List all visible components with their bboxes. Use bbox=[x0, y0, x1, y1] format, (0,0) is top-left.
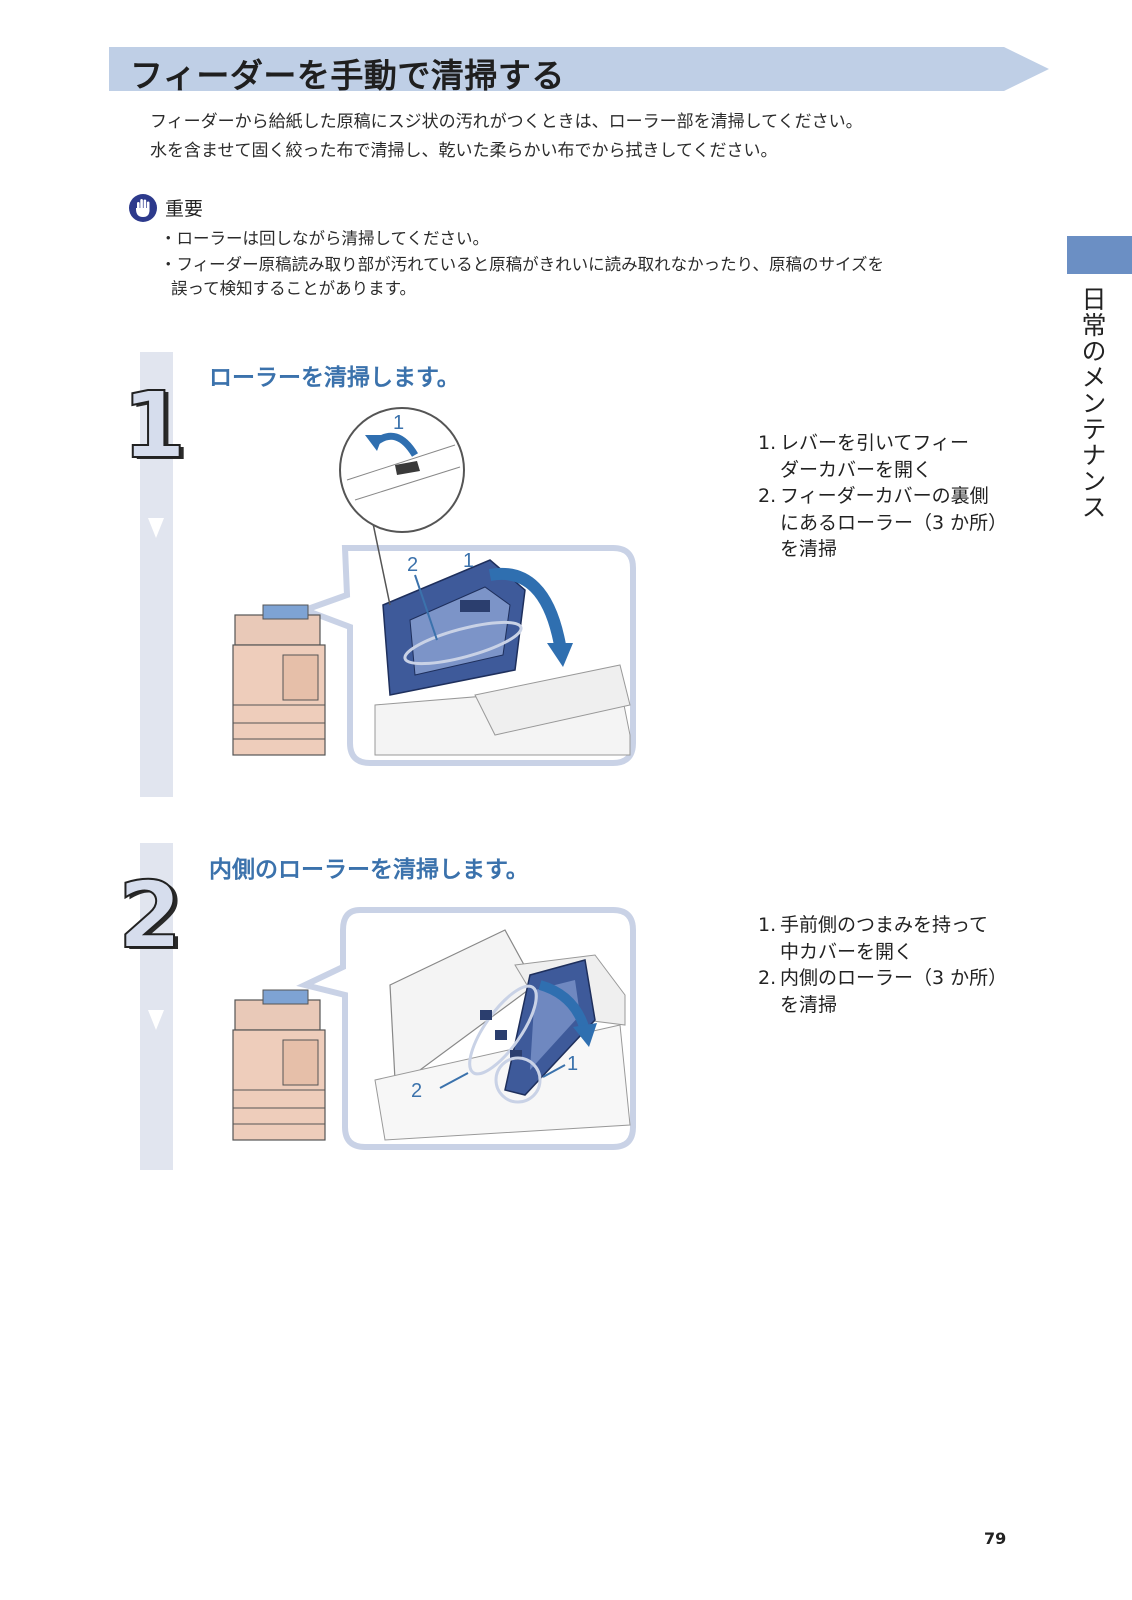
step-1-callout-1b: 1 bbox=[463, 550, 474, 572]
title-banner bbox=[109, 47, 1049, 91]
step-2-arrow bbox=[148, 1010, 164, 1030]
note-item-2: ・フィーダー原稿読み取り部が汚れていると原稿がきれいに読み取れなかったり、原稿の… bbox=[160, 255, 885, 274]
step-2-title: 内側のローラーを清掃します。 bbox=[209, 857, 529, 883]
step-2-number: 2 bbox=[117, 862, 183, 969]
copier-icon bbox=[232, 604, 326, 756]
step-2-instructions: 1.手前側のつまみを持って 中カバーを開く 2.内側のローラー（3 か所） を清… bbox=[758, 912, 1038, 1018]
step-2-callout-1: 1 bbox=[567, 1053, 578, 1075]
step-1-number: 1 bbox=[121, 372, 187, 479]
intro-line-2: 水を含ませて固く絞った布で清掃し、乾いた柔らかい布でから拭きしてください。 bbox=[150, 141, 778, 161]
step-1-arrow bbox=[148, 518, 164, 538]
page-title: フィーダーを手動で清掃する bbox=[130, 56, 565, 95]
step-2-callout-2: 2 bbox=[411, 1080, 422, 1102]
intro-line-1: フィーダーから給紙した原稿にスジ状の汚れがつくときは、ローラー部を清掃してくださ… bbox=[150, 112, 863, 132]
step-1-title: ローラーを清掃します。 bbox=[209, 365, 460, 391]
chapter-tab bbox=[1067, 236, 1132, 274]
note-item-1: ・ローラーは回しながら清掃してください。 bbox=[160, 229, 490, 248]
chapter-label: 日常のメンテナンス bbox=[1078, 286, 1107, 520]
step-2-instruction-2: 2.内側のローラー（3 か所） を清掃 bbox=[758, 967, 1008, 1016]
hand-stop-icon bbox=[129, 194, 157, 222]
step-2-bar bbox=[140, 843, 173, 1170]
note-label: 重要 bbox=[165, 198, 204, 220]
note-item-2-cont: 誤って検知することがあります。 bbox=[171, 279, 417, 298]
step-1-instructions: 1.レバーを引いてフィー ダーカバーを開く 2.フィーダーカバーの裏側 にあるロ… bbox=[758, 430, 1038, 563]
step-1-instruction-1: 1.レバーを引いてフィー ダーカバーを開く bbox=[758, 432, 970, 481]
step-2-instruction-1: 1.手前側のつまみを持って 中カバーを開く bbox=[758, 914, 989, 963]
step-1-illustration: 1 2 1 bbox=[232, 407, 636, 766]
step-1-callout-1a: 1 bbox=[393, 412, 404, 434]
step-1-callout-2: 2 bbox=[407, 554, 418, 576]
page-number: 79 bbox=[984, 1529, 1007, 1548]
step-2-illustration: 2 1 bbox=[232, 907, 636, 1150]
step-1-bar bbox=[140, 352, 173, 797]
step-1-instruction-2: 2.フィーダーカバーの裏側 にあるローラー（3 か所） を清掃 bbox=[758, 485, 1008, 560]
copier-icon bbox=[232, 989, 326, 1141]
